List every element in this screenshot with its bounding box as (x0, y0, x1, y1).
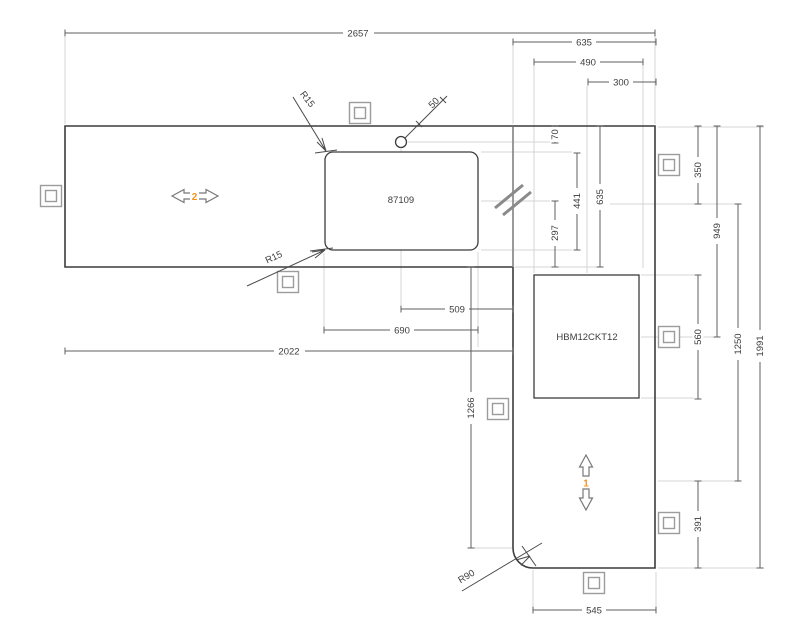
dim-lower-segment: 391 (692, 480, 704, 569)
label-pad (549, 127, 561, 142)
label-pad (465, 392, 477, 424)
leader-line (292, 96, 338, 154)
fixing-inner (281, 275, 295, 289)
label-pad (343, 28, 374, 39)
tap-hole[interactable] (394, 135, 408, 149)
label-pad (274, 346, 305, 357)
dim-overall-width: 2657 (64, 28, 656, 40)
leader-line (461, 542, 543, 592)
dim-label: 350 (693, 162, 704, 178)
label-pad (594, 184, 606, 210)
joint-symbol (494, 183, 532, 217)
label-pad (582, 605, 606, 616)
fixing-square-icon[interactable] (276, 270, 300, 294)
piece-1-direction-arrow[interactable]: 1 (578, 453, 594, 512)
label-pad (572, 37, 596, 48)
dim-label: 490 (580, 58, 596, 69)
label-pad (692, 511, 704, 537)
dim-hob-span: 490 (533, 57, 644, 69)
sink-cutout-outline (324, 151, 479, 251)
double-arrow-vertical-up-icon (578, 453, 594, 477)
fixing-square-icon[interactable] (39, 184, 63, 208)
dim-left-piece-width: 2022 (64, 346, 514, 358)
dim-label: 300 (613, 78, 629, 89)
fixing-symbols (39, 101, 681, 595)
piece-number: 2 (192, 192, 198, 203)
dim-sink-cutout-depth: 441 (571, 152, 583, 251)
dim-label: 297 (550, 225, 561, 241)
label-pad (711, 218, 723, 244)
dim-label: 2022 (278, 347, 299, 358)
diameter-label: 50 (427, 96, 442, 111)
dim-label: 949 (712, 223, 723, 239)
dim-label: 441 (572, 193, 583, 209)
label-pad (554, 331, 620, 343)
label-pad (390, 325, 414, 336)
label-pad (692, 324, 704, 350)
double-arrow-vertical-down-icon (578, 488, 594, 512)
dim-inner-leg-length: 1266 (465, 266, 477, 549)
label-pad (445, 304, 469, 315)
sink-cutout-label: 87109 (388, 195, 414, 206)
label-pad (576, 57, 600, 68)
dim-sink-center-to-front: 297 (549, 200, 561, 268)
radius-label: R15 (297, 89, 316, 110)
worktop-outline (64, 125, 656, 569)
label-pad (609, 77, 633, 88)
fixing-inner (587, 576, 601, 590)
dim-label: 560 (693, 329, 704, 345)
dim-tap-to-inner-edge: 509 (400, 304, 514, 316)
label-pad (754, 330, 766, 362)
fixing-square-icon[interactable] (348, 101, 372, 125)
fixing-inner (662, 158, 676, 172)
hob-cutout-label: HBM12CKT12 (556, 332, 617, 343)
piece-2-direction-arrow[interactable]: 2 (170, 188, 220, 204)
dim-label: 545 (586, 606, 602, 617)
hob-cutout[interactable]: HBM12CKT12 (533, 274, 640, 399)
label-pad (571, 188, 583, 214)
label-pad (190, 190, 199, 202)
fixing-inner (44, 189, 58, 203)
label-pad (549, 220, 561, 246)
fixing-square-icon[interactable] (486, 397, 510, 421)
dim-tap-offset-from-back: 70 (549, 125, 561, 144)
joint-slash-icon (494, 183, 532, 217)
dim-mid-span: 1250 (732, 203, 744, 482)
dim-label: 1266 (466, 397, 477, 418)
leader-line (404, 95, 448, 139)
dim-right-piece-width: 635 (512, 37, 657, 49)
dim-bottom-width: 545 (532, 605, 657, 617)
dim-label: 635 (576, 38, 592, 49)
fixing-square-icon[interactable] (582, 571, 606, 595)
dim-label: 391 (693, 516, 704, 532)
dim-label: 509 (449, 305, 465, 316)
leader-line (246, 247, 334, 287)
dim-label: 70 (550, 129, 561, 140)
piece-number: 1 (583, 479, 589, 490)
dim-label: 1991 (755, 335, 766, 356)
dim-label: 635 (595, 189, 606, 205)
dim-label: 2657 (347, 29, 368, 40)
dim-worktop-depth: 635 (594, 125, 606, 268)
dim-sink-cutout-width: 690 (323, 325, 479, 337)
label-pad (732, 328, 744, 360)
fixing-inner (662, 330, 676, 344)
dim-hob-cutout-height: 560 (692, 274, 704, 400)
dim-label: 1250 (733, 333, 744, 354)
dim-hob-center-from-back: 949 (711, 125, 723, 338)
dim-hob-center-to-edge: 300 (587, 77, 657, 89)
fixing-inner (662, 516, 676, 530)
fixing-square-icon[interactable] (657, 511, 681, 535)
fixing-inner (491, 402, 505, 416)
dim-label: 690 (394, 326, 410, 337)
sink-cutout[interactable]: 87109 (324, 151, 479, 251)
fixing-square-icon[interactable] (657, 325, 681, 349)
dim-back-to-line: 350 (692, 125, 704, 205)
dim-right-piece-length: 1991 (754, 125, 766, 569)
fixing-square-icon[interactable] (657, 153, 681, 177)
fixing-inner (353, 106, 367, 120)
label-pad (692, 157, 704, 183)
